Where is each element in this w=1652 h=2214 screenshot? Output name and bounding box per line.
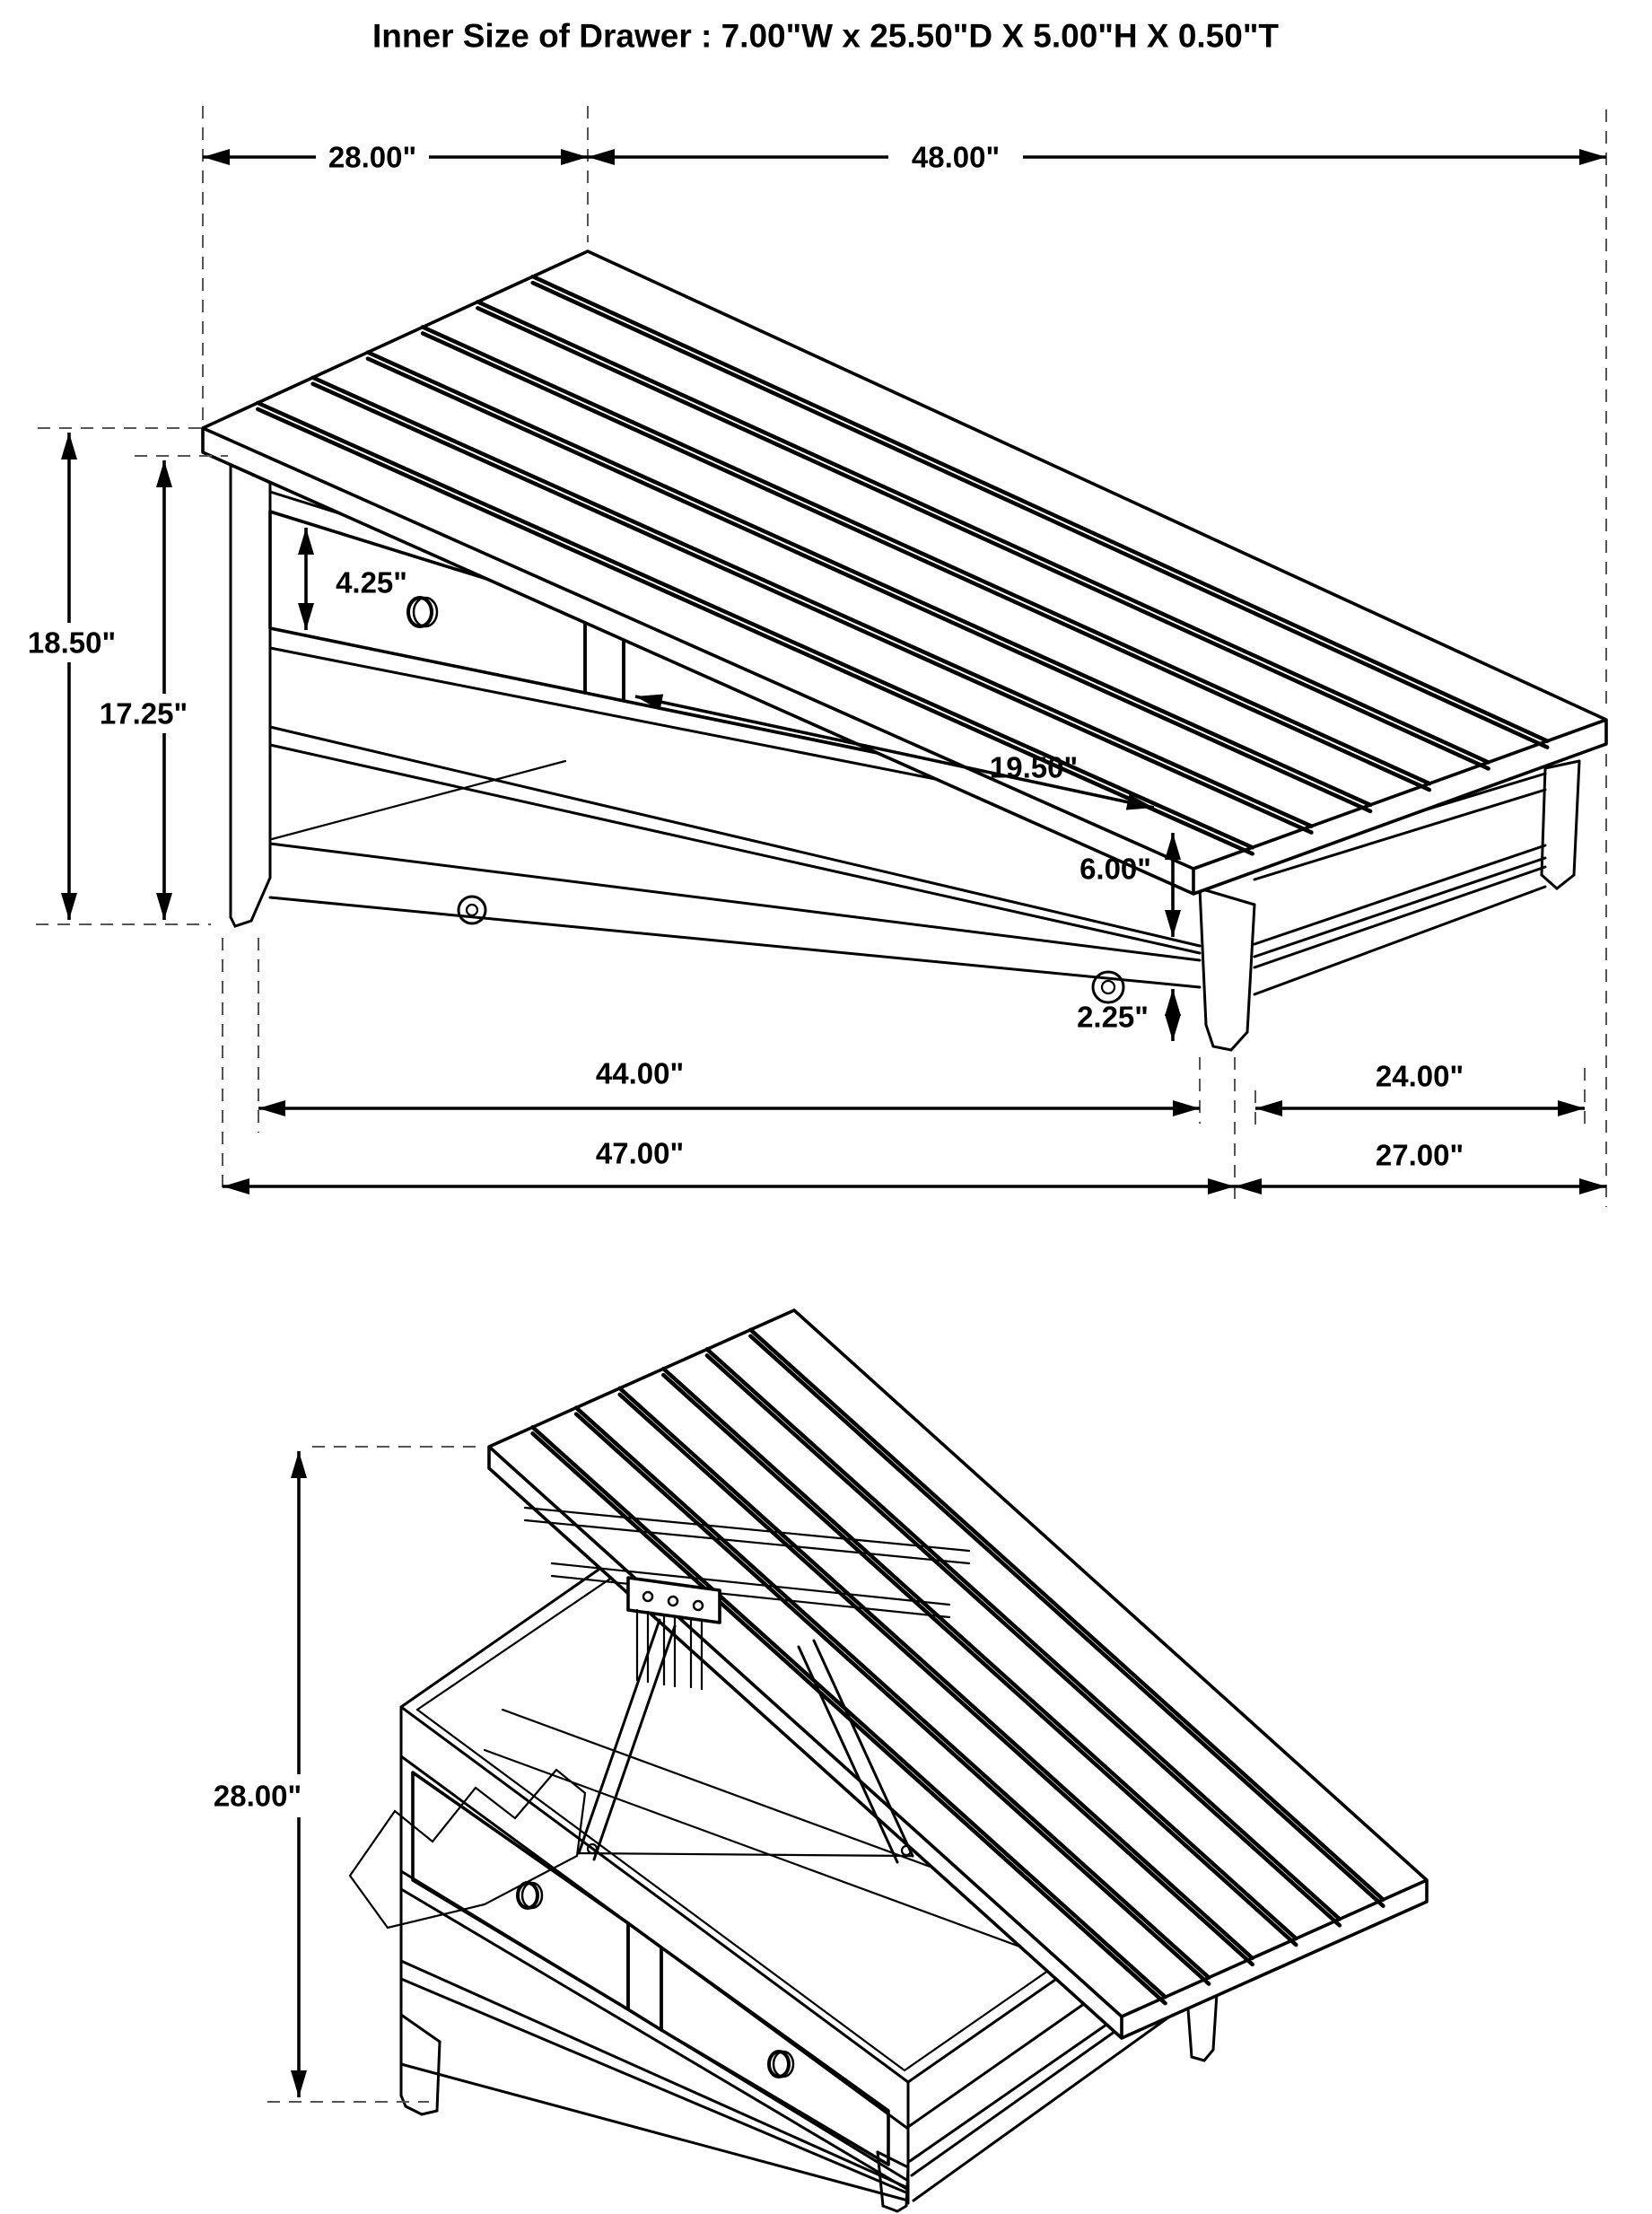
left-front-leg [229,463,272,928]
dim-shelf-opening: 6.00" [1079,833,1181,937]
dim-label-top-depth: 28.00" [328,141,416,174]
lifted-tabletop [487,1308,1429,2040]
dim-top-depth: 28.00" [203,141,588,174]
page-title: Inner Size of Drawer : 7.00"W x 25.50"D … [372,18,1279,55]
dim-floor-depth: 27.00" [1235,1139,1606,1195]
dim-label-bottom-clearance: 2.25" [1077,1001,1149,1034]
dim-label-floor-depth: 27.00" [1376,1139,1464,1172]
open-drawer-2 [660,1946,890,2166]
mechanism-bracket-plate [626,1576,721,1624]
dim-drawer-width: 19.50" [634,694,1155,810]
dim-top-length: 48.00" [588,141,1606,174]
dim-open-height: 28.00" [184,1446,485,2103]
dim-label-total-height: 18.50" [28,626,116,660]
dim-total-height: 18.50" [11,433,133,920]
dim-base-length: 44.00" [258,1057,1200,1116]
dim-label-floor-length: 47.00" [596,1137,684,1170]
tabletop [201,249,1608,896]
dim-label-base-height: 17.25" [100,697,188,731]
dim-drawer-height: 4.25" [298,528,407,630]
mechanism-arms [577,1618,914,1864]
dim-label-open-height: 28.00" [214,1780,302,1813]
open-drawer-divider [626,1921,663,2032]
drawer-1-knob [406,596,433,628]
lifted-tabletop-slats [530,1327,1385,2006]
caster-wheel-left [457,895,487,925]
dim-label-base-length: 44.00" [596,1057,684,1090]
mechanism-rail [523,1506,971,1553]
open-drawer-2-knob [767,2050,791,2078]
right-side-face [1253,772,1547,996]
dim-label-top-length: 48.00" [912,141,1000,174]
front-apron [268,842,1202,989]
front-right-leg [1198,887,1256,1052]
upper-dimensions: 28.00" 48.00" 18.50" 17.25" [11,106,1607,1207]
mechanism-spring-plate [348,1768,587,1930]
lift-mechanism [348,1506,971,1930]
dim-label-shelf-opening: 6.00" [1079,853,1151,886]
open-front-face [399,1705,910,2205]
open-drawer-1-knob [516,1881,539,1910]
dim-base-height: 17.25" [83,460,205,920]
tabletop-slats [256,274,1550,856]
box-rim-front-left [399,1705,910,2084]
lower-diagram: 28.00" [184,1308,1429,2213]
caster-wheel-right [1091,970,1125,1004]
dim-label-base-depth: 24.00" [1376,1060,1464,1093]
back-right-leg [1540,759,1581,890]
dim-base-depth: 24.00" [1255,1060,1585,1116]
upper-diagram: 28.00" 48.00" 18.50" 17.25" [11,106,1608,1207]
dim-label-drawer-height: 4.25" [336,566,407,599]
open-front-leg [876,2150,910,2213]
dim-bottom-clearance: 2.25" [1077,989,1181,1041]
dim-label-drawer-width: 19.50" [990,751,1078,784]
dim-floor-length: 47.00" [223,1137,1235,1195]
mechanism-straps [635,1608,704,1691]
